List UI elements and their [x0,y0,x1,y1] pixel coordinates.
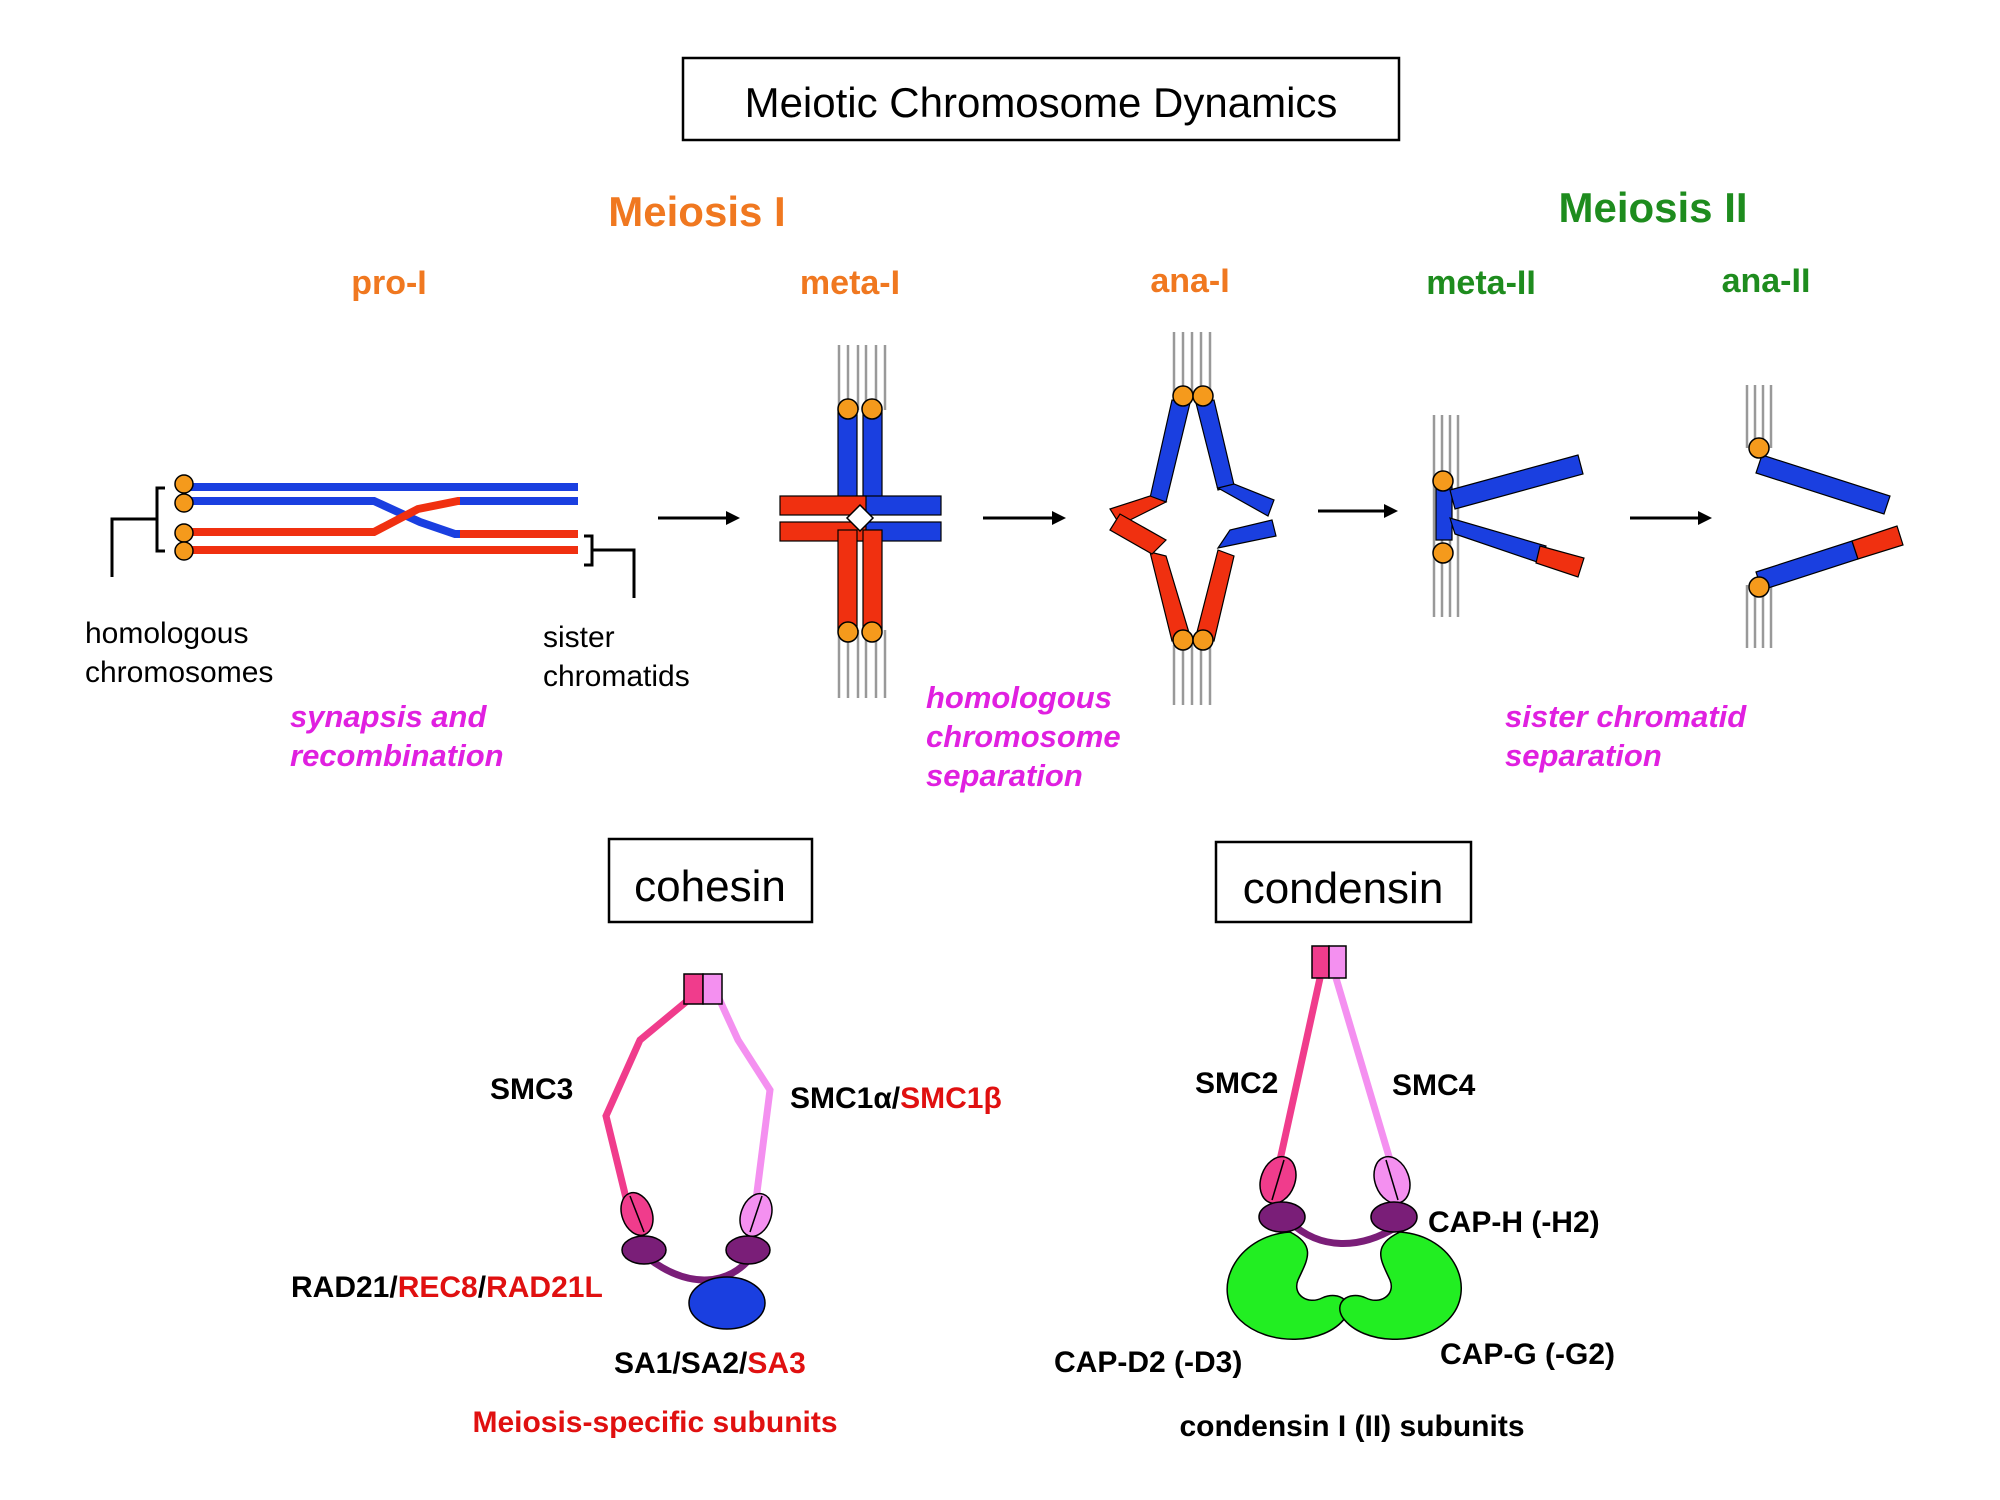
homologous-label-1: homologous [85,617,248,650]
homsep-label-2: chromosome [926,719,1121,754]
stage-label-pro-i: pro-I [351,264,427,302]
ana-i-chromosomes [1109,332,1277,705]
cap-g-subunit [1339,1231,1462,1340]
cohesin-complex [602,973,774,1330]
rad21-text: RAD21 [291,1271,389,1304]
title: Meiotic Chromosome Dynamics [745,79,1338,126]
synapsis-label-1: synapsis and [290,699,487,734]
sa-label: SA1/SA2/SA3 [614,1347,806,1380]
slash: / [478,1271,487,1304]
smc1-label: SMC1α/SMC1β [790,1082,1002,1115]
centromere [174,474,194,494]
smc1a-label: SMC1α [790,1082,892,1115]
rad21-label: RAD21/REC8/RAD21L [291,1271,603,1304]
condensin-complex [1226,945,1462,1340]
cohesin-footer: Meiosis-specific subunits [472,1406,837,1439]
arrow [983,511,1066,525]
centromere [1748,437,1770,459]
centromere [174,523,194,543]
ana-ii-chromatids [1745,385,1904,648]
meiosis-2-heading: Meiosis II [1558,184,1747,231]
condensin-title-box: condensin [1214,840,1473,924]
sa3-text: SA3 [747,1347,805,1380]
centromere [174,493,194,513]
pro-i-chromosomes [110,474,636,598]
meta-i-bivalent [779,345,942,698]
centromere [1172,385,1194,407]
cohesin-title: cohesin [634,862,786,911]
centromere [861,621,883,643]
sissep-label-1: sister chromatid [1505,699,1747,734]
centromere [1748,576,1770,598]
rec8-text: REC8 [398,1271,478,1304]
centromere [1432,542,1454,564]
sister-label-2: chromatids [543,660,690,693]
centromere [1172,629,1194,651]
cap-h-label: CAP-H (-H2) [1428,1206,1600,1239]
smc3-label: SMC3 [490,1073,573,1106]
stage-label-ana-ii: ana-II [1722,262,1811,300]
stage-label-meta-ii: meta-II [1426,264,1536,302]
slash: / [389,1271,398,1304]
rad21l-text: RAD21L [486,1271,603,1304]
meiosis-1-heading: Meiosis I [608,188,785,235]
sa1sa2-text: SA1/SA2/ [614,1347,748,1380]
homologous-label-2: chromosomes [85,656,273,689]
cohesin-title-box: cohesin [607,837,814,924]
smc1b-label: SMC1β [900,1082,1002,1115]
arrow [1630,511,1712,525]
cap-d2-subunit [1226,1231,1349,1340]
arrow [1318,504,1398,518]
condensin-footer: condensin I (II) subunits [1180,1410,1525,1443]
centromere [174,541,194,561]
stage-label-ana-i: ana-I [1150,262,1229,300]
title-box: Meiotic Chromosome Dynamics [681,56,1401,142]
stage-label-meta-i: meta-I [800,264,900,302]
centromere [1192,385,1214,407]
cap-g-label: CAP-G (-G2) [1440,1338,1615,1371]
smc2-label: SMC2 [1195,1067,1278,1100]
slash: / [892,1082,901,1115]
cap-d2-label: CAP-D2 (-D3) [1054,1346,1242,1379]
arrow [658,511,740,525]
centromere [861,398,883,420]
smc4-label: SMC4 [1392,1069,1476,1102]
sissep-label-2: separation [1505,738,1662,773]
centromere [1432,470,1454,492]
centromere [1192,629,1214,651]
centromere [837,621,859,643]
meta-ii-chromosome [1432,415,1585,617]
homsep-label-1: homologous [926,680,1112,715]
centromere [837,398,859,420]
condensin-title: condensin [1243,864,1444,913]
sa-subunit [688,1276,766,1330]
sister-label-1: sister [543,621,615,654]
synapsis-label-2: recombination [290,738,504,773]
homsep-label-3: separation [926,758,1083,793]
